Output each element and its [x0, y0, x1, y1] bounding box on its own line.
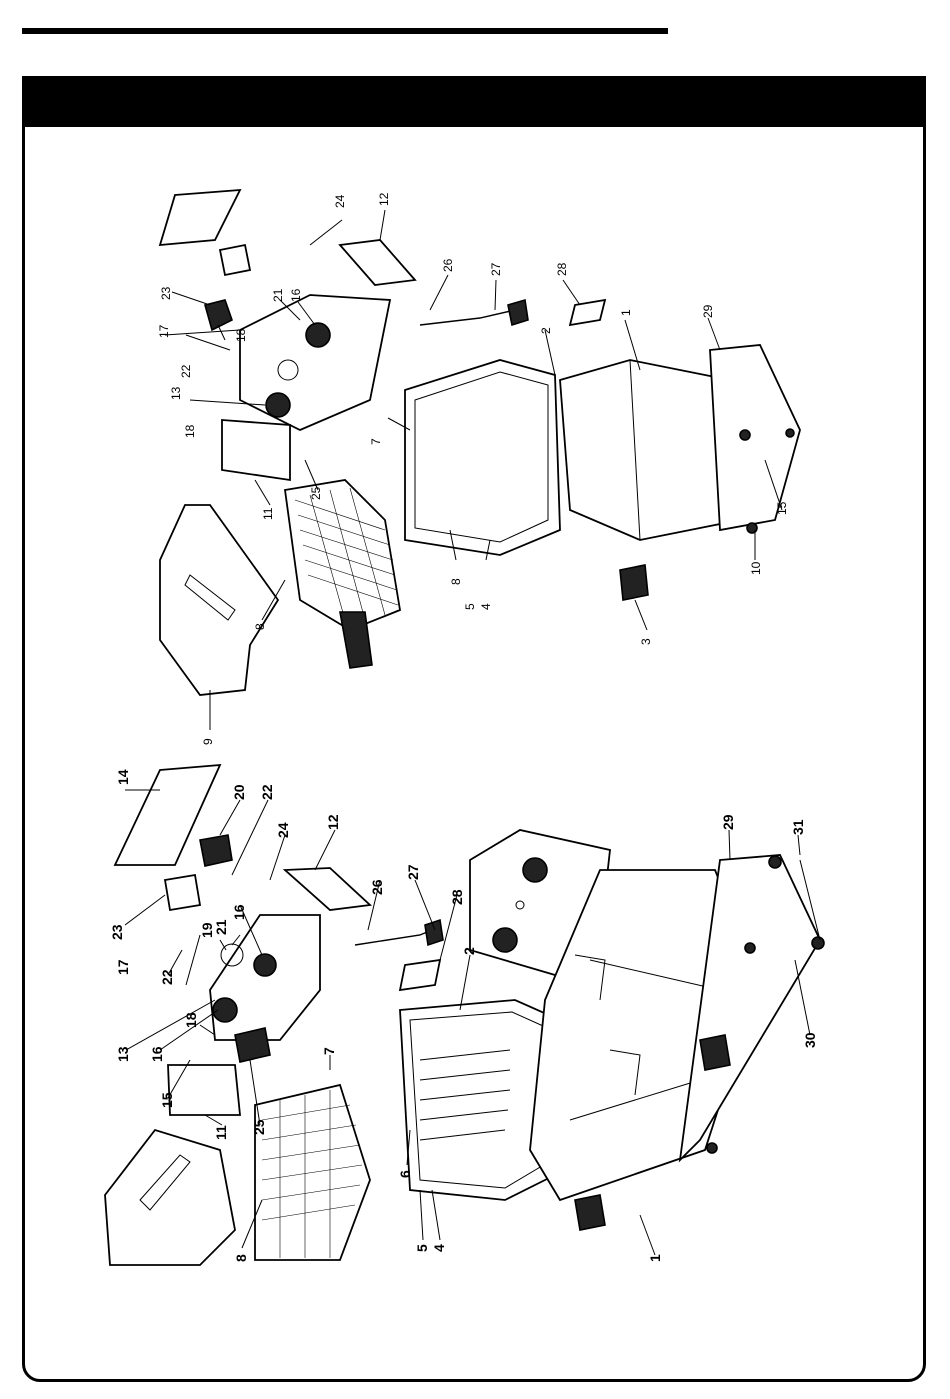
callout-left: 13 [115, 1046, 131, 1062]
callout-left: 28 [449, 889, 465, 905]
callout-right: 28 [555, 262, 569, 276]
side-bracket [222, 420, 290, 480]
callout-left: 2 [461, 947, 477, 955]
callout-left: 21 [213, 919, 229, 935]
foot-left-c [745, 943, 755, 953]
box-part [220, 245, 250, 275]
power-cord [420, 310, 515, 325]
callout-right: 5 [463, 603, 477, 610]
callout-right: 21 [271, 288, 285, 302]
callout-right: 18 [234, 328, 248, 342]
callout-right: 26 [441, 258, 455, 272]
knob-left-a [213, 998, 237, 1022]
callout-right: 7 [369, 438, 383, 445]
tank-part [405, 360, 560, 555]
callout-right: 15 [775, 501, 789, 515]
power-cord-left [355, 930, 432, 945]
hanger-part [570, 300, 605, 325]
callout-right: 9 [201, 738, 215, 745]
foot-left-b [812, 937, 824, 949]
callout-left: 25 [251, 1119, 267, 1135]
callout-right: 10 [749, 561, 763, 575]
lid-part [160, 505, 278, 695]
foot-left-d [707, 1143, 717, 1153]
callout-right: 22 [179, 364, 193, 378]
module-knob-a [523, 858, 547, 882]
callout-right: 17 [157, 324, 171, 338]
callout-right: 29 [701, 304, 715, 318]
callout-left: 11 [213, 1125, 229, 1140]
foot-left-a [769, 856, 781, 868]
double-fryer-assembly: 14 20 22 12 24 23 17 22 21 19 16 18 13 1… [105, 765, 824, 1265]
callout-right: 1 [619, 309, 633, 316]
knob-left [266, 393, 290, 417]
hanger-part-left [400, 960, 440, 990]
callout-right: 3 [639, 638, 653, 645]
callout-left: 16 [149, 1046, 165, 1062]
callout-left: 17 [115, 959, 131, 975]
callout-left: 18 [183, 1012, 199, 1028]
module-knob-b [493, 928, 517, 952]
lid-part-left [105, 1130, 235, 1265]
plug-part [508, 300, 528, 325]
callout-right: 13 [169, 386, 183, 400]
foot-part-3 [786, 429, 794, 437]
callout-left: 22 [159, 969, 175, 985]
callout-right: 2 [539, 327, 553, 334]
side-handle-left-b [575, 1195, 605, 1230]
callout-right: 12 [377, 192, 391, 206]
callout-left: 22 [259, 784, 275, 800]
callout-right: 8 [449, 578, 463, 585]
foot-part-2 [740, 430, 750, 440]
knob-left-b [254, 954, 276, 976]
plug-part-left [425, 920, 443, 945]
switch-block [200, 835, 232, 866]
callout-left: 4 [431, 1244, 447, 1252]
single-fryer-assembly: 24 12 23 21 16 26 27 28 17 22 18 13 18 2… [157, 190, 800, 745]
callout-left: 1 [647, 1254, 663, 1262]
callout-left: 7 [321, 1047, 337, 1055]
callout-left: 8 [233, 1254, 249, 1262]
callout-left: 12 [325, 814, 341, 830]
side-handle [620, 565, 648, 600]
callout-left: 14 [115, 769, 131, 785]
side-bracket-left [168, 1065, 240, 1115]
side-handle-left-a [700, 1035, 730, 1070]
callout-left: 31 [790, 819, 806, 835]
callout-right: 4 [479, 603, 493, 610]
callout-left: 23 [109, 924, 125, 940]
callout-left: 27 [405, 864, 421, 880]
callout-right: 11 [261, 507, 275, 520]
callout-left: 19 [199, 922, 215, 938]
bracket-part-left [285, 868, 370, 910]
panel-part [160, 190, 240, 245]
callout-left: 16 [231, 904, 247, 920]
callout-left: 24 [275, 822, 291, 838]
thermostat-part [235, 1028, 270, 1062]
callout-right: 23 [159, 286, 173, 300]
callout-right: 25 [309, 486, 323, 500]
callout-left: 15 [159, 1092, 175, 1108]
callout-right: 27 [489, 262, 503, 276]
knob-right [306, 323, 330, 347]
callout-right: 18 [183, 424, 197, 438]
callout-left: 30 [802, 1032, 818, 1048]
callout-left: 20 [231, 784, 247, 800]
callout-right: 16 [289, 288, 303, 302]
callout-right: 24 [333, 194, 347, 208]
callout-left: 29 [720, 814, 736, 830]
control-housing [240, 295, 390, 430]
callout-left: 26 [369, 879, 385, 895]
callout-right: 8 [253, 623, 267, 630]
callout-left: 6 [397, 1170, 413, 1178]
bracket-part [340, 240, 415, 285]
box-part-left [165, 875, 200, 910]
callout-left: 5 [414, 1244, 430, 1252]
